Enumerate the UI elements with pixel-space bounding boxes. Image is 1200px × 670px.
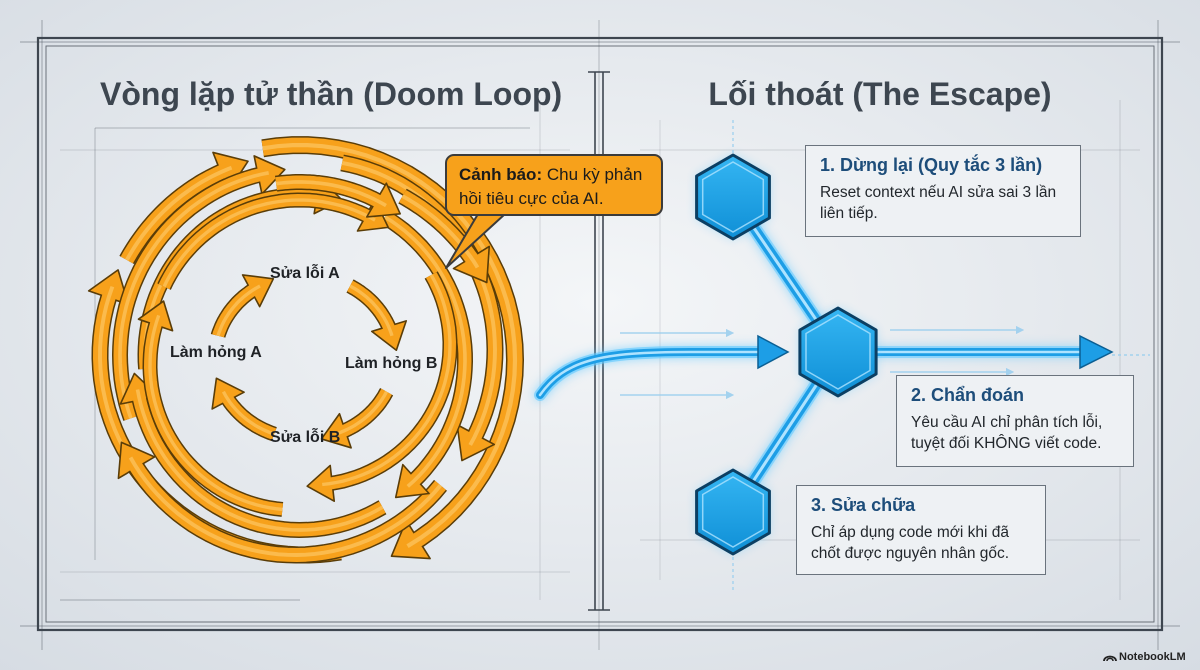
notebooklm-logo: NotebookLM [1103, 651, 1186, 663]
doom-loop-rings [87, 136, 524, 564]
ring-arrow-5 [112, 155, 286, 421]
ring-arrow-10 [137, 300, 284, 517]
step-diagnose-title: 2. Chẩn đoán [911, 385, 1025, 405]
ring-arrow-12 [396, 188, 491, 284]
step-diagnose-box: 2. Chẩn đoán Yêu cầu AI chỉ phân tích lỗ… [896, 375, 1134, 467]
cycle-arrow-3 [210, 274, 275, 342]
warning-callout: Cảnh báo: Chu kỳ phản hồi tiêu cực của A… [445, 154, 663, 216]
loop-label-fix-a: Sửa lỗi A [270, 265, 340, 282]
step-fix-box: 3. Sửa chữa Chỉ áp dụng code mới khi đã … [796, 485, 1046, 575]
escape-title: Lối thoát (The Escape) [708, 76, 1052, 112]
logo-text: NotebookLM [1119, 651, 1186, 663]
hexagon-node-icon-fix [695, 468, 771, 556]
step-stop-box: 1. Dừng lại (Quy tắc 3 lần) Reset contex… [805, 145, 1081, 237]
cycle-arrow-1 [320, 385, 394, 449]
step-stop-title: 1. Dừng lại (Quy tắc 3 lần) [820, 155, 1043, 175]
step-fix-description: Chỉ áp dụng code mới khi đã chốt được ng… [811, 524, 1010, 562]
hexagon-node-icon-stop [695, 153, 771, 241]
ring-arrow-13 [270, 174, 401, 218]
blueprint-frame [20, 20, 1180, 650]
step-diagnose-description: Yêu cầu AI chỉ phân tích lỗi, tuyệt đối … [911, 414, 1103, 452]
cycle-arrow-2 [211, 377, 281, 442]
ring-arrow-7 [119, 372, 387, 538]
step-stop-description: Reset context nếu AI sửa sai 3 lần liên … [820, 184, 1057, 222]
ring-arrow-9 [306, 271, 458, 503]
hexagon-node-icon-diagnose [798, 306, 878, 398]
doom-loop-title: Vòng lặp tử thần (Doom Loop) [100, 76, 563, 112]
cycle-arrow-0 [344, 279, 408, 352]
inner-cycle-arrows [210, 274, 408, 449]
warning-label: Cảnh báo: [459, 165, 543, 184]
ring-arrow-11 [157, 192, 390, 290]
loop-label-break-b: Làm hỏng B [345, 355, 438, 372]
ring-arrow-6 [380, 210, 473, 499]
step-fix-title: 3. Sửa chữa [811, 495, 916, 515]
escape-flow [534, 120, 1150, 590]
ring-arrow-4 [117, 441, 447, 564]
loop-label-fix-b: Sửa lỗi B [270, 429, 341, 446]
loop-label-break-a: Làm hỏng A [170, 344, 262, 361]
ring-arrow-0 [261, 136, 524, 560]
warning-text: Chu kỳ phản hồi tiêu cực của AI. [459, 165, 643, 208]
notebooklm-logo-icon [1103, 655, 1117, 662]
ring-arrow-2 [119, 151, 249, 266]
